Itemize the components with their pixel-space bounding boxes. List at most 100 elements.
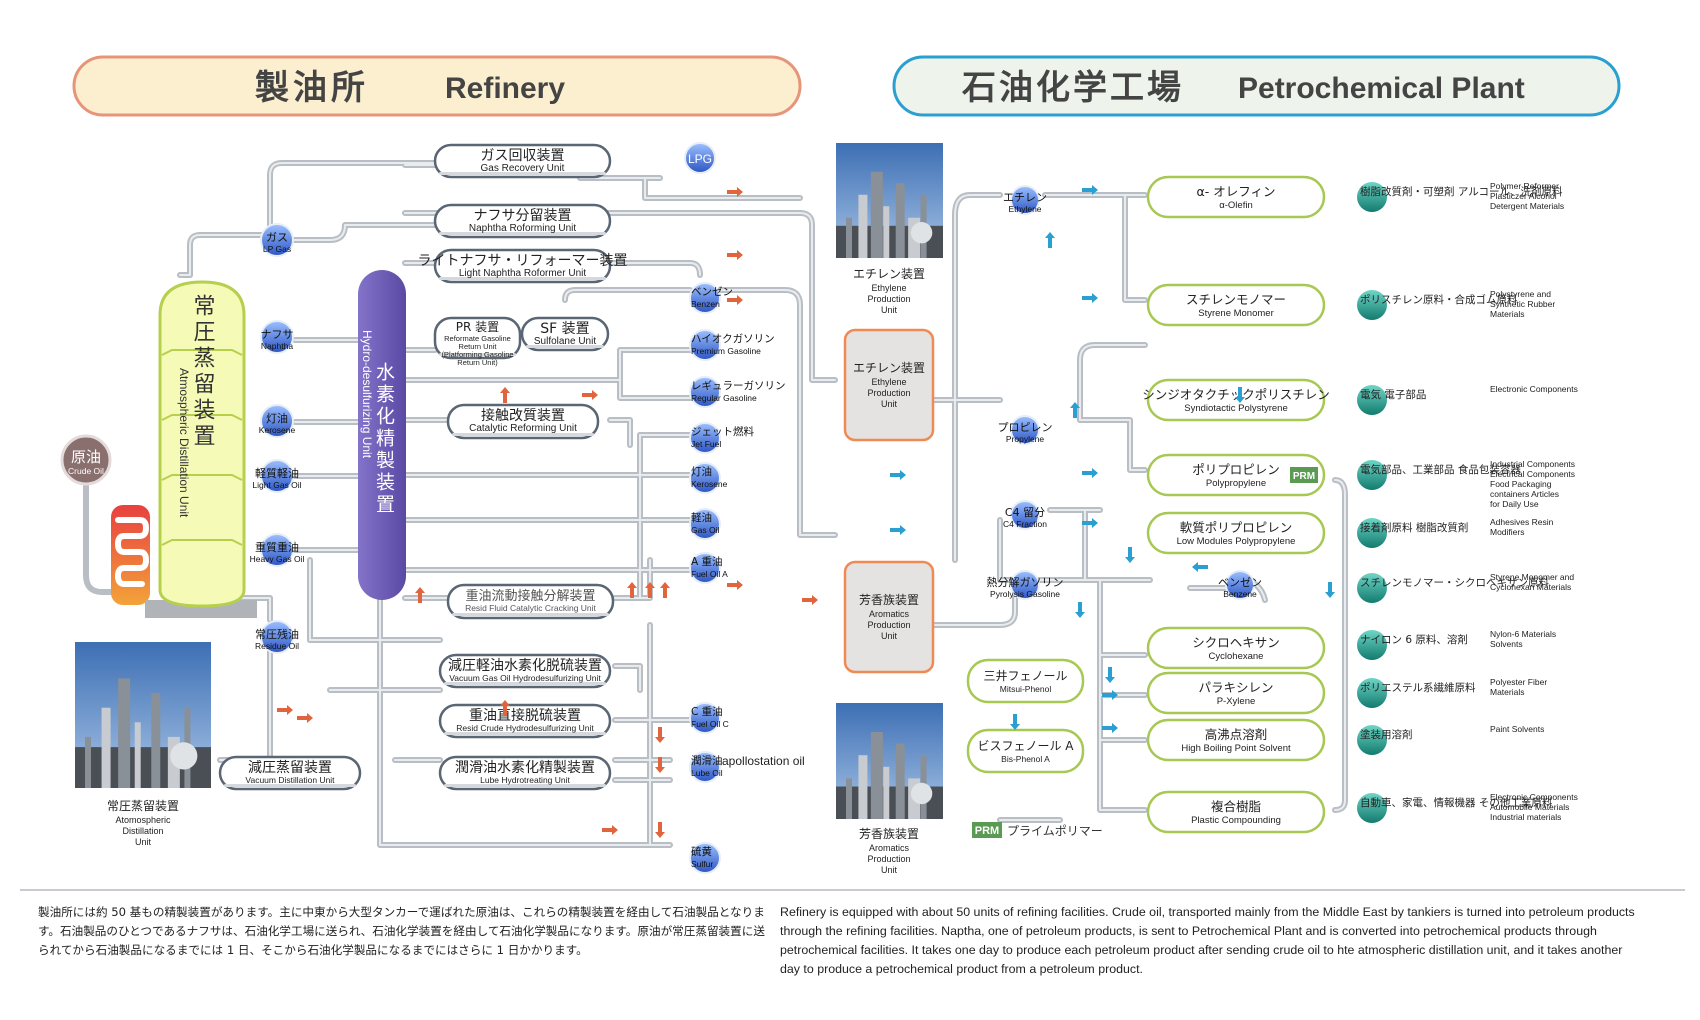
pipe-highlight <box>1079 419 1146 471</box>
unit-shadow <box>444 784 606 787</box>
product-jp: 灯油 <box>691 465 712 478</box>
pipe-highlight <box>219 644 271 761</box>
mid-node-5-en: Benzene <box>1223 589 1257 599</box>
use-jp: ポリエステル系繊維原料 <box>1360 681 1476 694</box>
unit-en: Reformate Gasoline <box>444 334 511 343</box>
petro-product-en: Syndiotactic Polystyrene <box>1184 403 1288 414</box>
unit-jp: ガス回収装置 <box>481 148 565 164</box>
prm-legend-label: プライムポリマー <box>1007 824 1103 838</box>
unit-en: Light Naphtha Roformer Unit <box>459 268 587 279</box>
use-circle <box>1357 793 1387 823</box>
product-en: Regular Gasoline <box>691 393 757 403</box>
crude-label-en: Crude Oil <box>68 466 104 476</box>
flow-arrow <box>1082 468 1098 478</box>
petro-unit-en: Production <box>867 388 910 398</box>
pipe-highlight <box>954 194 1001 216</box>
petro-product-box <box>1146 283 1326 327</box>
petro-unit-en: Aromatics <box>869 609 910 619</box>
phenol-en: Bis-Phenol A <box>1001 754 1050 764</box>
photo-caption-en: Unit <box>881 305 898 315</box>
petro-product-jp: パラキシレン <box>1198 680 1273 695</box>
left-node-4-jp: 軽質軽油 <box>255 466 299 480</box>
mid-node-2-jp: プロピレン <box>998 421 1053 434</box>
unit-shadow <box>452 433 594 436</box>
photo-tower <box>870 171 883 258</box>
petro-product-jp: シンジオタクチックポリスチレン <box>1142 387 1330 402</box>
product-9-circle <box>689 702 721 734</box>
pipe-highlight <box>379 559 671 846</box>
petro-product-jp: 複合樹脂 <box>1211 799 1261 814</box>
unit-shadow <box>444 682 606 685</box>
flow-arrow <box>500 700 510 716</box>
unit-en: Catalytic Reforming Unit <box>469 423 577 434</box>
product-jp: A 重油 <box>691 555 723 568</box>
product-jp: ジェット燃料 <box>691 425 754 438</box>
product-jp: 軽油 <box>691 511 712 524</box>
left-node-5-jp: 重質重油 <box>255 540 299 554</box>
petro-product-box <box>1146 790 1326 834</box>
unit-jp: ナフサ分留装置 <box>474 208 572 224</box>
left-node-1-circle <box>260 223 294 257</box>
footer-text-jp: 製油所には約 50 基もの精製装置があります。主に中東から大型タンカーで運ばれた… <box>38 905 765 957</box>
unit-box <box>446 583 615 620</box>
use-en: Nylon-6 Materials <box>1490 629 1556 639</box>
use-en: Adhesives Resin <box>1490 517 1554 527</box>
product-en: Premium Gasoline <box>691 346 761 356</box>
pipe-highlight <box>1334 479 1346 811</box>
product-1-circle <box>684 142 716 174</box>
petrochemical-units: エチレン装置EthyleneProductionUnit芳香族装置Aromati… <box>843 328 935 674</box>
use-circle <box>1357 630 1387 660</box>
petro-product-box <box>1146 626 1326 670</box>
pipe-highlight <box>619 379 691 399</box>
flow-arrows <box>277 185 1335 838</box>
flow-arrow <box>660 582 670 598</box>
petro-unit-en: Ethylene <box>871 377 906 387</box>
phenol-en: Mitsui-Phenol <box>1000 684 1052 694</box>
use-circle <box>1357 518 1387 548</box>
use-circle <box>1357 290 1387 320</box>
use-circle <box>1357 182 1387 212</box>
flow-arrow <box>627 582 637 598</box>
flow-arrow <box>727 580 743 590</box>
column-label-jp: 常圧蒸留装置 <box>190 294 216 450</box>
flow-arrow <box>1082 185 1098 195</box>
left-node-3-circle <box>260 404 294 438</box>
pipe-highlight <box>1099 694 1146 741</box>
pipe-highlight <box>269 162 436 236</box>
product-8-circle <box>689 552 721 584</box>
photo-caption-jp: 常圧蒸留装置 <box>107 799 179 813</box>
photo-tower <box>134 722 141 788</box>
furnace-heater <box>111 505 150 605</box>
refinery-title-jp: 製油所 <box>255 68 369 108</box>
petro-product-jp: α- オレフィン <box>1197 184 1276 199</box>
crude-oil-node: 原油 Crude Oil <box>60 434 116 595</box>
petro-unit-en: Production <box>867 620 910 630</box>
unit-jp: ライトナフサ・リフォーマー装置 <box>418 253 628 269</box>
product-jp: C 重油 <box>691 705 723 718</box>
flow-arrow <box>1045 232 1055 248</box>
petro-product-en: α-Olefin <box>1219 200 1252 211</box>
product-1: LPG <box>684 142 716 174</box>
photo-tower <box>883 206 890 258</box>
atmospheric-distillation-column: 常圧蒸留装置 Atmospheric Distillation Unit <box>145 280 257 618</box>
unit-en: Vacuum Distillation Unit <box>245 775 335 785</box>
